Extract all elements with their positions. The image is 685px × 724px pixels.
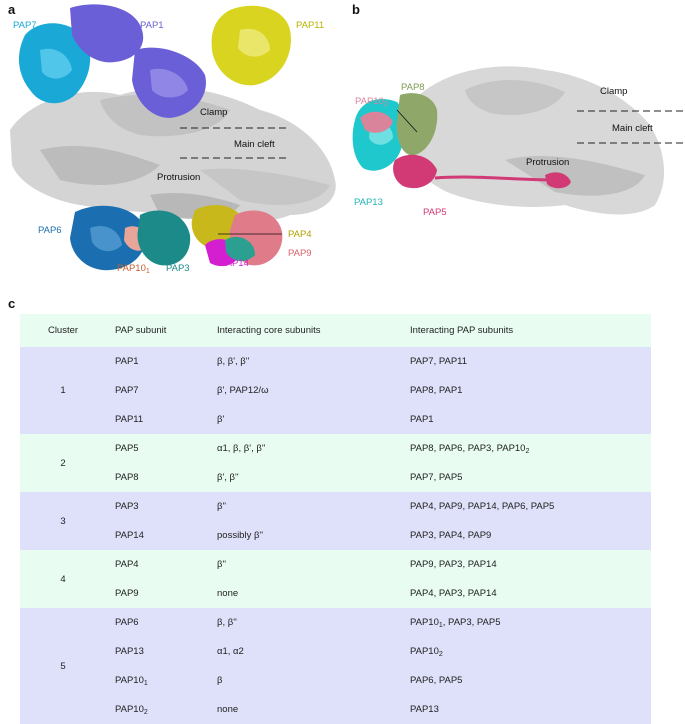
- label-pap4: PAP4: [288, 229, 312, 240]
- label-pap6: PAP6: [38, 225, 62, 236]
- pap6-structure: [70, 205, 146, 271]
- pap-cell: PAP9: [115, 588, 139, 599]
- pap10-2-structure: [360, 111, 393, 133]
- core-rnap-a: [10, 87, 336, 222]
- partners-cell: PAP4, PAP9, PAP14, PAP6, PAP5: [410, 501, 555, 512]
- core-cell: β'': [217, 559, 227, 570]
- core-cell: β, β', β'': [217, 356, 250, 367]
- core-cell: α1, β, β', β'': [217, 443, 266, 454]
- panel-letter-c: c: [8, 296, 16, 311]
- core-cell: α1, α2: [217, 646, 244, 657]
- cluster-cell: 4: [60, 573, 66, 585]
- label-pap7: PAP7: [13, 20, 37, 31]
- label-protrusion-a: Protrusion: [157, 172, 200, 183]
- pap-cell: PAP6: [115, 617, 139, 628]
- table-row: PAP13 α1, α2 PAP102: [20, 637, 651, 666]
- label-pap10-1: PAP101: [117, 263, 150, 275]
- pap-cell: PAP14: [115, 530, 144, 541]
- core-cell: none: [217, 704, 239, 715]
- table-row: PAP101 β PAP6, PAP5: [20, 666, 651, 695]
- pap-cell: PAP102: [115, 704, 148, 716]
- label-pap1: PAP1: [140, 20, 164, 31]
- pap8-structure: [396, 93, 438, 156]
- label-pap13: PAP13: [354, 197, 383, 208]
- partners-cell: PAP13: [410, 704, 439, 715]
- core-cell: none: [217, 588, 239, 599]
- label-pap11: PAP11: [296, 20, 324, 31]
- pap-cell: PAP4: [115, 559, 139, 570]
- table-row: PAP8 β', β'' PAP7, PAP5: [20, 463, 651, 492]
- cluster-cell: 1: [60, 385, 66, 396]
- partners-cell: PAP1: [410, 414, 434, 425]
- label-protrusion-b: Protrusion: [526, 157, 569, 168]
- partners-cell: PAP101, PAP3, PAP5: [410, 617, 501, 629]
- pap7-structure: [18, 23, 91, 104]
- core-cell: β: [217, 675, 223, 686]
- core-cell: β', β'': [217, 472, 239, 483]
- pap-cell: PAP13: [115, 646, 144, 657]
- pap5-structure: [393, 154, 571, 189]
- label-pap10-2: PAP102: [355, 96, 388, 108]
- partners-cell: PAP6, PAP5: [410, 675, 463, 686]
- partners-cell: PAP7, PAP5: [410, 472, 463, 483]
- pap-cell: PAP11: [115, 414, 144, 425]
- label-pap5: PAP5: [423, 207, 447, 218]
- partners-cell: PAP8, PAP1: [410, 385, 463, 396]
- label-pap14: PAP14: [220, 258, 249, 269]
- table-row: PAP14 possibly β'' PAP3, PAP4, PAP9: [20, 521, 651, 550]
- table-row: PAP7 β', PAP12/ω PAP8, PAP1: [20, 376, 651, 405]
- pap-cell: PAP3: [115, 501, 139, 512]
- cluster-cell: 5: [60, 660, 66, 672]
- header-pap-subunits: Interacting PAP subunits: [410, 325, 514, 336]
- cluster-cell: 2: [60, 457, 66, 469]
- core-cell: possibly β'': [217, 530, 264, 541]
- pap10-2-leader-line: [396, 109, 418, 133]
- core-cell: β, β'': [217, 617, 237, 628]
- pap-cell: PAP5: [115, 443, 139, 454]
- table-row: 1 PAP1 β, β', β'' PAP7, PAP11: [20, 347, 651, 396]
- pap-cell: PAP8: [115, 472, 139, 483]
- partners-cell: PAP9, PAP3, PAP14: [410, 559, 497, 570]
- label-pap9: PAP9: [288, 248, 312, 259]
- pap-cell: PAP101: [115, 675, 148, 687]
- table-row: 5 PAP6 β, β'' PAP101, PAP3, PAP5: [20, 608, 651, 672]
- cluster-cell: 3: [60, 515, 66, 527]
- table-header-row: Cluster PAP subunit Interacting core sub…: [20, 314, 651, 347]
- table-row: PAP11 β' PAP1: [20, 405, 651, 434]
- pap1-structure: [70, 4, 206, 118]
- core-cell: β'': [217, 501, 227, 512]
- panel-a-structure: PAP7 PAP1 PAP11 Clamp Main cleft Protrus…: [10, 4, 336, 275]
- label-clamp-a: Clamp: [200, 107, 227, 118]
- label-pap8: PAP8: [401, 82, 425, 93]
- interaction-table: Cluster PAP subunit Interacting core sub…: [20, 314, 651, 724]
- label-clamp-b: Clamp: [600, 86, 627, 97]
- table-row: 4 PAP4 β'' PAP9, PAP3, PAP14: [20, 550, 651, 585]
- header-core-subunits: Interacting core subunits: [217, 325, 321, 336]
- table-row: PAP9 none PAP4, PAP3, PAP14: [20, 579, 651, 608]
- panel-b-structure: PAP8 PAP102 Clamp Main cleft Protrusion …: [352, 66, 685, 218]
- table-row: PAP102 none PAP13: [20, 695, 651, 724]
- label-main-cleft-b: Main cleft: [612, 123, 653, 134]
- core-cell: β': [217, 414, 225, 425]
- header-pap-subunit: PAP subunit: [115, 325, 167, 336]
- panel-letter-b: b: [352, 2, 360, 17]
- pap11-structure: [211, 5, 291, 86]
- label-main-cleft-a: Main cleft: [234, 139, 275, 150]
- partners-cell: PAP7, PAP11: [410, 356, 468, 367]
- panel-letter-a: a: [8, 2, 16, 17]
- partners-cell: PAP8, PAP6, PAP3, PAP102: [410, 443, 530, 455]
- table-row: 3 PAP3 β'' PAP4, PAP9, PAP14, PAP6, PAP5: [20, 492, 651, 527]
- table-row: 2 PAP5 α1, β, β', β'' PAP8, PAP6, PAP3, …: [20, 434, 651, 469]
- pap3-structure: [137, 210, 191, 266]
- label-pap3: PAP3: [166, 263, 190, 274]
- partners-cell: PAP3, PAP4, PAP9: [410, 530, 492, 541]
- header-cluster: Cluster: [47, 325, 79, 336]
- pap-cell: PAP7: [115, 385, 139, 396]
- partners-cell: PAP4, PAP3, PAP14: [410, 588, 497, 599]
- core-cell: β', PAP12/ω: [217, 385, 269, 396]
- pap9-structure: [225, 210, 283, 266]
- pap-cell: PAP1: [115, 356, 139, 367]
- partners-cell: PAP102: [410, 646, 443, 658]
